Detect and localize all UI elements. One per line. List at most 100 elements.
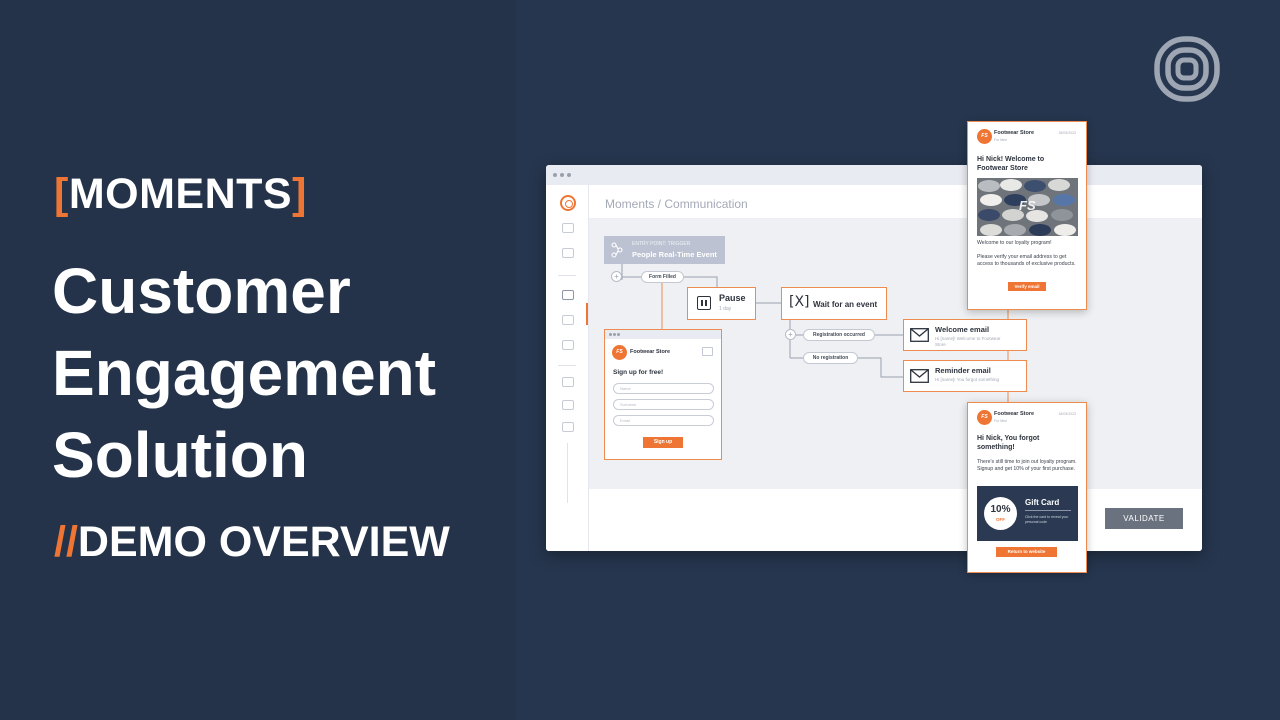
signup-heading: Sign up for free! <box>613 369 664 376</box>
entry-type-label: ENTRY POINT: TRIGGER <box>632 241 691 247</box>
sidebar-divider <box>558 365 576 366</box>
welcome-email-node[interactable]: Welcome email Hi [name]! Welcome to Foot… <box>903 319 1027 351</box>
wait-for-event-node[interactable]: [X] Wait for an event <box>781 287 887 320</box>
welcome-body-1: Welcome to our loyalty program! <box>977 240 1052 246</box>
store-logo: FS <box>977 410 992 425</box>
discount-off: OFF <box>996 517 1005 522</box>
reminder-email-subject: Hi [name]! You forgot something <box>935 377 1000 382</box>
store-name: Footwear Store <box>630 349 671 355</box>
demo-text: DEMO OVERVIEW <box>77 518 450 566</box>
reminder-heading-line-1: Hi Nick, You forgot <box>977 435 1040 442</box>
headline-line-2: Engagement <box>52 337 437 409</box>
segments-icon[interactable] <box>562 315 574 325</box>
image-watermark: FS <box>1019 198 1036 213</box>
email-date: 18/03/2023 <box>1058 131 1076 135</box>
trigger-icon <box>611 242 623 258</box>
welcome-email-title: Welcome email <box>935 325 990 334</box>
menu-icon[interactable] <box>702 347 713 356</box>
card-dot <box>617 333 620 336</box>
entry-event-label: People Real-Time Event <box>632 250 717 259</box>
surname-field[interactable]: Surname <box>613 399 714 410</box>
pause-icon <box>697 296 711 310</box>
card-dot <box>609 333 612 336</box>
discount-badge: 10% OFF <box>984 497 1017 530</box>
breadcrumb[interactable]: Moments / Communication <box>605 197 748 211</box>
window-dot <box>553 173 557 177</box>
gift-card-hint: Click the card to reveal your personal c… <box>1025 515 1069 524</box>
store-name: Footwear Store <box>994 130 1035 136</box>
envelope-icon <box>910 369 929 383</box>
welcome-email-preview[interactable]: FS Footwear Store For Men 18/03/2023 Hi … <box>967 121 1087 310</box>
app-sidebar <box>546 185 589 551</box>
welcome-email-subject: Hi [name]! Welcome to Footwear <box>935 336 1001 341</box>
entry-trigger-node[interactable]: ENTRY POINT: TRIGGER People Real-Time Ev… <box>604 236 725 264</box>
wait-label: Wait for an event <box>813 300 878 309</box>
gift-card-title: Gift Card <box>1025 498 1060 507</box>
headline-line-1: Customer <box>52 255 351 327</box>
wait-variable-icon: [X] <box>789 294 810 310</box>
verify-email-button[interactable]: Verify email <box>1008 282 1046 291</box>
reminder-heading: Hi Nick, You forgot something! <box>977 434 1039 452</box>
tag-bracket-open: [ <box>54 170 69 218</box>
inbox-icon[interactable] <box>562 248 574 258</box>
store-name: Footwear Store <box>994 411 1035 417</box>
pause-node[interactable]: Pause 1 day <box>687 287 756 320</box>
email-date: 18/03/2023 <box>1058 412 1076 416</box>
window-dot <box>567 173 571 177</box>
signup-form-preview[interactable]: FS Footwear Store Sign up for free! Name… <box>604 329 722 460</box>
welcome-heading-line-2: Footwear Store <box>977 165 1028 172</box>
store-subtitle: For Men <box>994 419 1008 423</box>
envelope-icon <box>910 328 929 342</box>
app-footer <box>589 489 1202 551</box>
audience-icon[interactable] <box>562 400 574 410</box>
store-subtitle: For Men <box>994 138 1008 142</box>
tag-text: MOMENTS <box>68 170 293 218</box>
moments-tag: [MOMENTS] <box>54 170 307 219</box>
gift-divider <box>1025 510 1071 511</box>
add-branch-icon[interactable]: + <box>611 271 622 282</box>
rewards-icon[interactable] <box>562 340 574 350</box>
sidebar-active-indicator <box>586 303 588 325</box>
sidebar-divider <box>567 443 568 503</box>
reminder-email-preview[interactable]: FS Footwear Store For Men 18/03/2023 Hi … <box>967 402 1087 573</box>
pause-duration: 1 day <box>719 306 732 312</box>
app-header: Moments / Communication <box>589 185 1202 219</box>
card-titlebar <box>605 330 721 339</box>
reminder-heading-line-2: something! <box>977 444 1015 451</box>
store-icon[interactable] <box>562 422 574 432</box>
email-field[interactable]: Email <box>613 415 714 426</box>
shoes-graphic <box>977 178 1078 236</box>
window-dot <box>560 173 564 177</box>
discount-percent: 10% <box>990 504 1011 515</box>
pause-label: Pause <box>719 293 746 303</box>
add-branch-icon[interactable]: + <box>785 329 796 340</box>
reminder-body: There's still time to join out loyalty p… <box>977 459 1077 472</box>
demo-slashes: // <box>54 518 78 566</box>
welcome-heading: Hi Nick! Welcome to Footwear Store <box>977 155 1044 173</box>
headline-line-3: Solution <box>52 419 308 491</box>
window-titlebar <box>546 165 1202 185</box>
shoe-product-image: FS <box>977 178 1078 236</box>
gift-card[interactable]: 10% OFF Gift Card Click the card to reve… <box>977 486 1078 541</box>
sidebar-divider <box>558 275 576 276</box>
app-logo-icon[interactable] <box>560 195 576 211</box>
home-icon[interactable] <box>562 223 574 233</box>
reminder-email-node[interactable]: Reminder email Hi [name]! You forgot som… <box>903 360 1027 392</box>
demo-overview-label: //DEMO OVERVIEW <box>54 518 450 567</box>
return-to-website-button[interactable]: Return to website <box>996 547 1057 557</box>
signup-button[interactable]: Sign up <box>643 437 683 448</box>
analytics-icon[interactable] <box>562 377 574 387</box>
validate-button[interactable]: VALIDATE <box>1105 508 1183 529</box>
form-filled-pill[interactable]: Form Filled <box>641 271 684 283</box>
name-field[interactable]: Name <box>613 383 714 394</box>
headline: Customer Engagement Solution <box>52 250 436 496</box>
registration-occurred-pill[interactable]: Registration occurred <box>803 329 875 341</box>
store-logo: FS <box>977 129 992 144</box>
welcome-heading-line-1: Hi Nick! Welcome to <box>977 156 1045 163</box>
card-dot <box>613 333 616 336</box>
tag-bracket-close: ] <box>292 170 307 218</box>
welcome-body-2: Please verify your email address to get … <box>977 254 1076 267</box>
title-panel <box>0 0 516 720</box>
no-registration-pill[interactable]: No registration <box>803 352 858 364</box>
moments-icon[interactable] <box>562 290 574 300</box>
